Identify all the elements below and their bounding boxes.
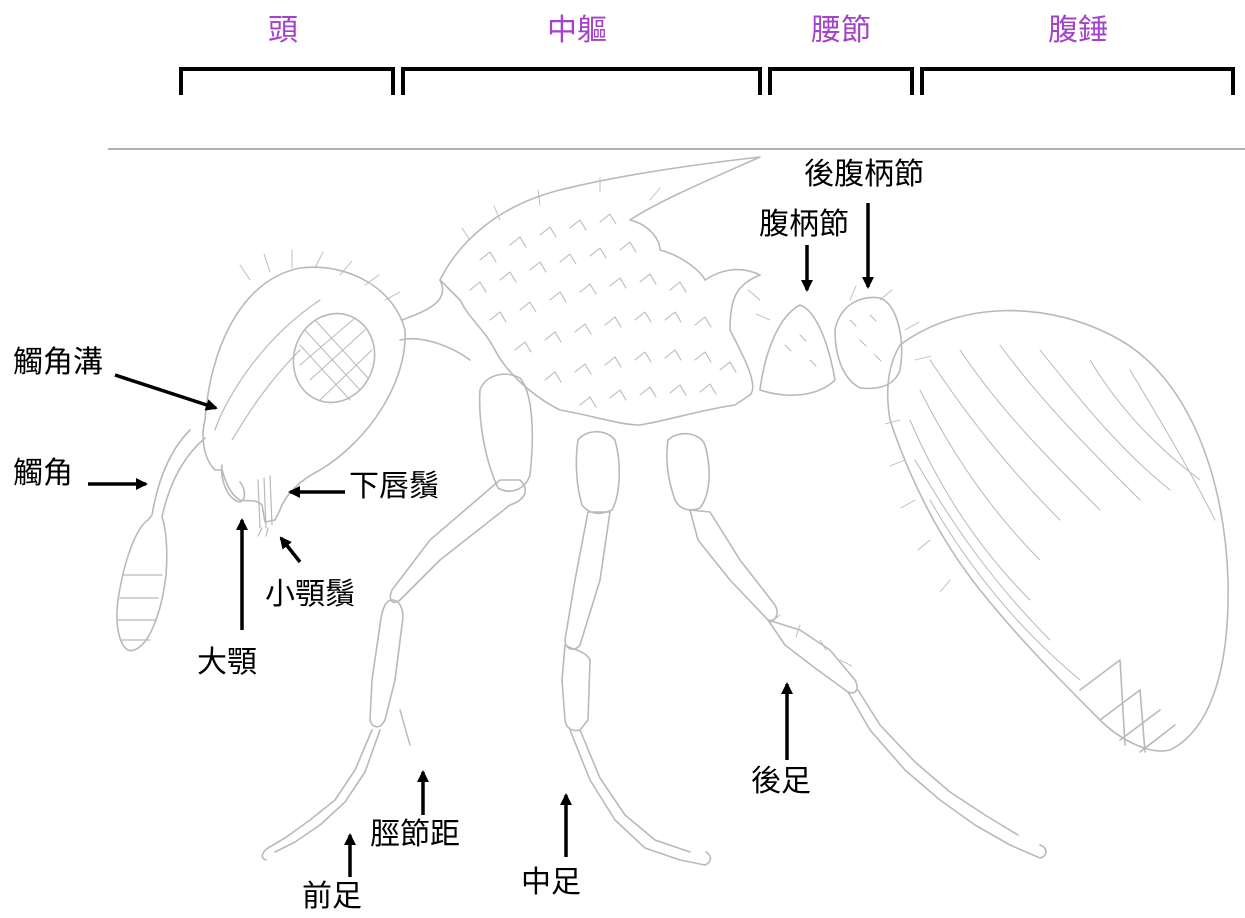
label-postpetiole: 後腹柄節 xyxy=(804,160,924,190)
bracket-waist xyxy=(770,69,912,95)
foreleg-tibia xyxy=(370,600,403,727)
bracket-head xyxy=(181,69,393,95)
region-label-mesosoma: 中軀 xyxy=(547,16,607,46)
hindleg-femur xyxy=(690,510,777,620)
region-label-gaster: 腹錘 xyxy=(1048,16,1108,46)
ant-body xyxy=(117,157,1228,865)
hindleg-coxa xyxy=(667,434,709,510)
gaster-hairs xyxy=(910,345,1215,680)
gaster-tip-plates xyxy=(1080,660,1175,752)
foreleg-tarsus xyxy=(262,730,380,860)
label-foreleg: 前足 xyxy=(302,882,362,912)
arrow-maxillary-palp xyxy=(281,538,300,562)
mesosoma-sculpture xyxy=(470,214,736,407)
midleg-tarsus xyxy=(570,730,710,865)
antenna-shape xyxy=(117,430,205,651)
palp-shapes xyxy=(258,476,272,536)
midleg-femur xyxy=(565,512,610,649)
hindleg-tarsus xyxy=(848,690,1046,858)
hindleg-tibia xyxy=(768,620,857,693)
midleg-coxa xyxy=(576,432,619,514)
label-labial-palp: 下唇鬚 xyxy=(349,472,439,502)
foreleg-coxa xyxy=(480,374,533,491)
label-midleg: 中足 xyxy=(521,868,581,898)
label-antennal-groove: 觸角溝 xyxy=(13,348,103,378)
region-brackets xyxy=(181,69,1233,95)
bracket-gaster xyxy=(922,69,1233,95)
gaster-outline xyxy=(888,311,1228,751)
region-label-waist: 腰節 xyxy=(811,16,871,46)
mandible-shape xyxy=(222,465,245,502)
region-label-head: 頭 xyxy=(268,16,298,46)
label-mandible: 大顎 xyxy=(197,648,257,678)
mesosoma-outline xyxy=(440,157,760,425)
label-tibial-spur: 脛節距 xyxy=(370,820,460,850)
label-antenna: 觸角 xyxy=(13,459,73,489)
postpetiole-shape xyxy=(835,297,902,388)
midleg-tibia xyxy=(562,645,590,731)
label-hindleg: 後足 xyxy=(751,767,811,797)
petiole-shape xyxy=(760,305,835,395)
label-maxillary-palp: 小顎鬚 xyxy=(265,580,355,610)
bracket-mesosoma xyxy=(403,69,760,95)
label-petiole: 腹柄節 xyxy=(759,210,849,240)
arrow-antennal-groove xyxy=(115,375,216,408)
